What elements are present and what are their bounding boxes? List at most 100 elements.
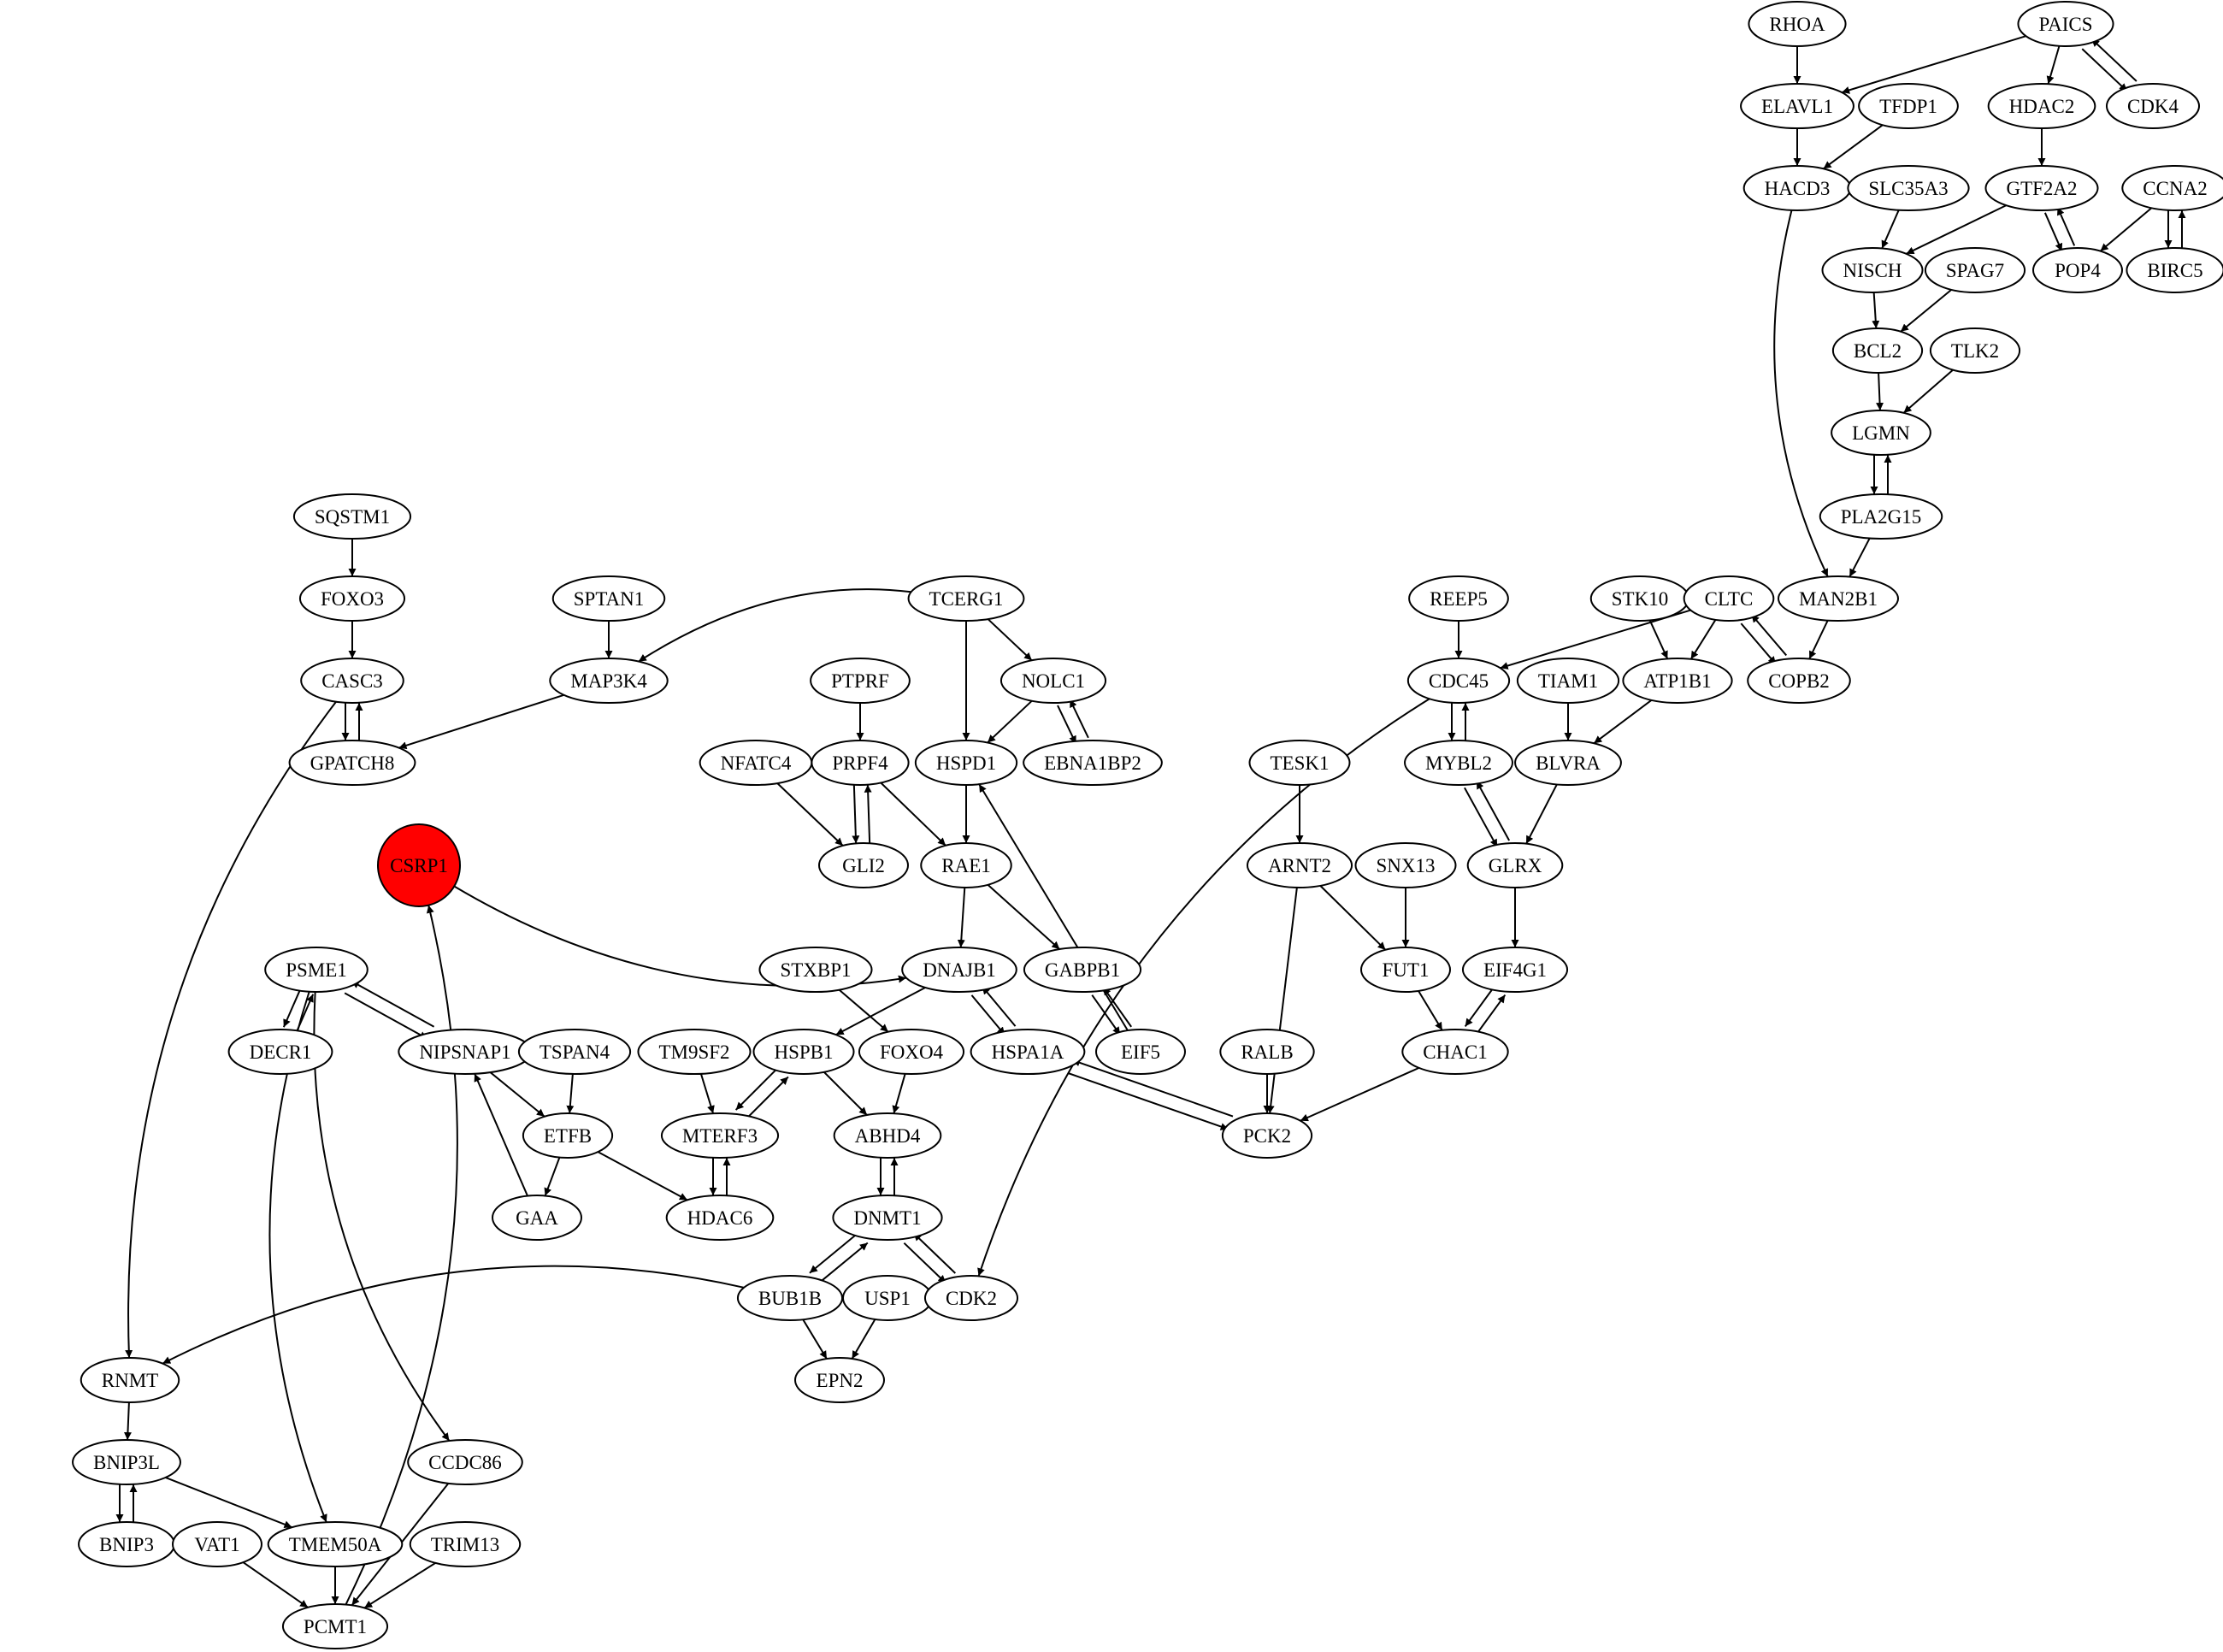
- node-pck2: PCK2: [1221, 1112, 1313, 1159]
- node-tspan4: TSPAN4: [517, 1029, 632, 1075]
- edge-eif5-to-gabpb1: [1102, 986, 1132, 1028]
- node-shape: [1984, 165, 2099, 211]
- node-shape: [1748, 1, 1847, 47]
- node-label: MAN2B1: [1799, 588, 1878, 610]
- edge-copb2-to-cltc: [1750, 614, 1788, 657]
- node-shape: [1821, 247, 1924, 293]
- node-mybl2: MYBL2: [1404, 740, 1513, 786]
- node-shape: [752, 1029, 855, 1075]
- edge-spag7-to-bcl2: [1900, 289, 1952, 333]
- node-bnip3l: BNIP3L: [72, 1439, 181, 1485]
- node-label: CHAC1: [1423, 1041, 1487, 1063]
- node-rnmt: RNMT: [80, 1357, 180, 1403]
- edge-mybl2-to-glrx: [1464, 787, 1499, 848]
- edge-ccna2-to-pop4: [2099, 207, 2153, 252]
- node-nfatc4: NFATC4: [699, 740, 813, 786]
- node-tesk1: TESK1: [1248, 740, 1351, 786]
- node-ralb: RALB: [1219, 1029, 1315, 1075]
- node-hspd1: HSPD1: [914, 740, 1018, 786]
- node-label: HACD3: [1765, 178, 1831, 199]
- node-shape: [923, 1275, 1019, 1321]
- node-shape: [1747, 658, 1851, 704]
- edge-arnt2-to-fut1: [1319, 885, 1387, 951]
- edge-cdk4-to-paics: [2090, 38, 2138, 82]
- edge-hacd3-to-man2b1: [1773, 209, 1829, 577]
- edge-gtf2a2-to-pop4: [2043, 212, 2063, 252]
- node-shape: [1221, 1112, 1313, 1159]
- edge-prpf4-to-rae1: [880, 782, 946, 847]
- node-gpatch8: GPATCH8: [288, 740, 416, 786]
- node-shape: [970, 1029, 1086, 1075]
- node-label: BLVRA: [1536, 752, 1601, 774]
- node-label: TMEM50A: [289, 1534, 382, 1555]
- node-prpf4: PRPF4: [811, 740, 910, 786]
- edge-bub1b-to-epn2: [802, 1319, 828, 1360]
- node-mterf3: MTERF3: [660, 1112, 780, 1159]
- node-shape: [298, 575, 406, 622]
- node-cdk4: CDK4: [2105, 83, 2201, 129]
- node-dnajb1: DNAJB1: [901, 947, 1017, 993]
- node-label: TSPAN4: [540, 1041, 610, 1063]
- node-bcl2: BCL2: [1831, 327, 1924, 374]
- node-shape: [914, 740, 1018, 786]
- node-slc35a3: SLC35A3: [1847, 165, 1970, 211]
- node-shape: [833, 1112, 942, 1159]
- node-label: PCK2: [1243, 1125, 1291, 1147]
- node-cdc45: CDC45: [1406, 658, 1511, 704]
- node-label: POP4: [2055, 260, 2101, 281]
- node-trim13: TRIM13: [409, 1521, 522, 1567]
- node-shape: [1404, 740, 1513, 786]
- node-label: TIAM1: [1538, 670, 1598, 692]
- edge-tm9sf2-to-mterf3: [699, 1073, 715, 1114]
- node-label: SPAG7: [1946, 260, 2004, 281]
- edge-nisch-to-bcl2: [1872, 292, 1880, 329]
- node-hacd3: HACD3: [1742, 165, 1852, 211]
- node-label: TESK1: [1271, 752, 1330, 774]
- node-label: CDC45: [1429, 670, 1489, 692]
- node-bnip3: BNIP3: [78, 1521, 175, 1567]
- node-label: RNMT: [102, 1370, 158, 1391]
- edge-glrx-to-mybl2: [1476, 781, 1511, 841]
- edge-gabpb1-to-eif5: [1091, 994, 1121, 1035]
- node-shape: [1819, 493, 1943, 540]
- node-shape: [549, 658, 669, 704]
- edge-tcerg1-to-nolc1: [987, 618, 1033, 662]
- node-shape: [1858, 83, 1959, 129]
- node-label: BIRC5: [2147, 260, 2202, 281]
- node-label: FUT1: [1383, 959, 1430, 981]
- edge-nipsnap1-to-psme1: [351, 980, 435, 1028]
- node-shape: [80, 1357, 180, 1403]
- node-label: HDAC2: [2009, 96, 2075, 117]
- node-shape: [660, 1112, 780, 1159]
- node-elavl1: ELAVL1: [1740, 83, 1854, 129]
- edge-pop4-to-gtf2a2: [2056, 207, 2076, 246]
- node-blvra: BLVRA: [1514, 740, 1622, 786]
- edge-arnt2-to-pck2: [1266, 887, 1298, 1114]
- node-label: EIF4G1: [1483, 959, 1547, 981]
- edge-slc35a3-to-nisch: [1881, 209, 1900, 249]
- node-shape: [1516, 658, 1620, 704]
- node-label: NFATC4: [721, 752, 792, 774]
- node-label: TM9SF2: [658, 1041, 729, 1063]
- node-shape: [492, 1195, 582, 1241]
- edge-bub1b-to-rnmt: [162, 1265, 745, 1365]
- node-copb2: COPB2: [1747, 658, 1851, 704]
- node-shape: [72, 1439, 181, 1485]
- edge-gli2-to-prpf4: [864, 784, 872, 843]
- node-label: GABPB1: [1045, 959, 1120, 981]
- node-label: MTERF3: [682, 1125, 758, 1147]
- node-shape: [227, 1029, 333, 1075]
- node-shape: [1929, 327, 2021, 374]
- edge-hspa1a-to-dnajb1: [981, 985, 1017, 1027]
- edge-chac1-to-eif4g1: [1475, 994, 1507, 1035]
- node-label: HSPA1A: [992, 1041, 1064, 1063]
- node-arnt2: ARNT2: [1246, 842, 1353, 888]
- node-shape: [2126, 247, 2223, 293]
- node-csrp1: CSRP1: [377, 823, 461, 907]
- node-label: SPTAN1: [574, 588, 645, 610]
- edge-vat1-to-pcmt1: [242, 1561, 309, 1608]
- node-label: ETFB: [544, 1125, 592, 1147]
- node-shape: [1360, 947, 1451, 993]
- node-shape: [1408, 575, 1509, 622]
- edge-stxbp1-to-foxo4: [838, 988, 889, 1033]
